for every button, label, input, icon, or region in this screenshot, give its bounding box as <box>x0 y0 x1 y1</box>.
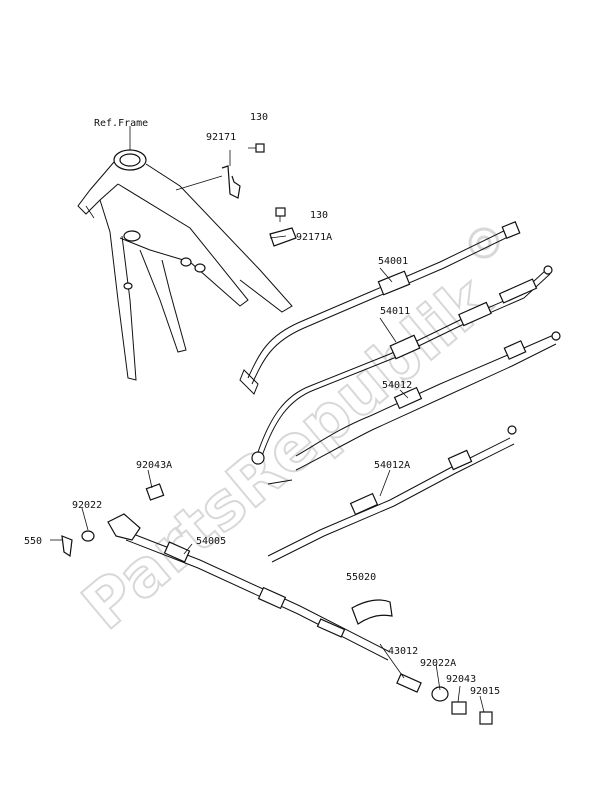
label-54012A: 54012A <box>374 460 410 471</box>
bracket-92171A <box>269 227 297 247</box>
watermark: PartsRepublik <box>68 261 505 645</box>
label-54011: 54011 <box>380 306 410 317</box>
label-92043A: 92043A <box>136 460 172 471</box>
label-ref-frame: Ref.Frame <box>94 118 148 129</box>
cable-54012A <box>267 425 517 563</box>
watermark-text: PartsRepublik <box>69 262 504 644</box>
bolt-130-mid <box>275 207 286 222</box>
label-43012: 43012 <box>388 646 418 657</box>
label-92022: 92022 <box>72 500 102 511</box>
bolt-130-top <box>248 143 265 153</box>
leader-lines <box>50 126 485 713</box>
adjuster-parts <box>396 673 493 725</box>
cable-54001 <box>239 221 521 395</box>
label-130-mid: 130 <box>310 210 328 221</box>
label-130-top: 130 <box>250 112 268 123</box>
frame <box>77 149 293 381</box>
clutch-small-parts <box>61 483 165 558</box>
label-92043: 92043 <box>446 674 476 685</box>
label-92015: 92015 <box>470 686 500 697</box>
cable-54011 <box>251 265 553 465</box>
label-54005: 54005 <box>196 536 226 547</box>
part-labels: Ref.Frame 130 92171 130 92171A 54001 540… <box>24 112 500 697</box>
label-92171A: 92171A <box>296 232 332 243</box>
label-550: 550 <box>24 536 42 547</box>
label-92171: 92171 <box>206 132 236 143</box>
clamp-92171 <box>175 150 241 199</box>
cable-54005 <box>107 513 391 661</box>
cover-55020 <box>351 599 393 625</box>
label-54012: 54012 <box>382 380 412 391</box>
label-54001: 54001 <box>378 256 408 267</box>
label-92022A: 92022A <box>420 658 456 669</box>
label-55020: 55020 <box>346 572 376 583</box>
